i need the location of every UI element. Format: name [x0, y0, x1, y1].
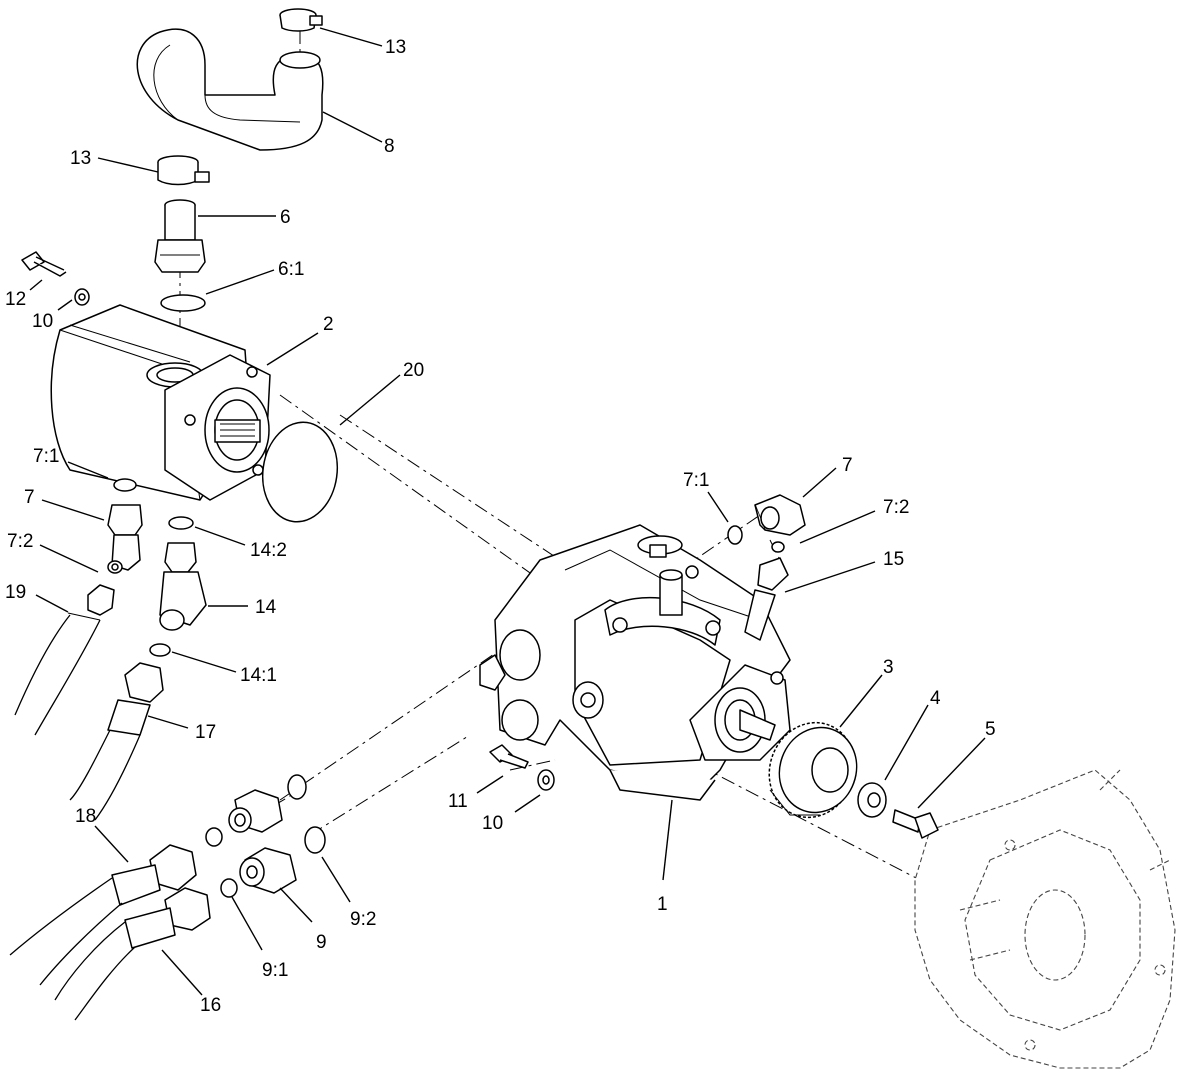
hose-17 — [69, 662, 164, 821]
o-ring-14-2 — [168, 516, 194, 530]
callout-19: 19 — [5, 582, 26, 603]
callout-7-left: 7 — [24, 487, 35, 508]
bell-housing — [914, 769, 1176, 1069]
bolt-5 — [892, 809, 939, 839]
hose-clamp-lower — [157, 155, 210, 186]
o-ring-14-1 — [149, 643, 171, 657]
o-ring-7-1-right — [727, 525, 743, 545]
fitting-6 — [154, 199, 206, 273]
o-ring-7-2-right — [771, 541, 785, 553]
washer-10-left — [74, 288, 90, 306]
callout-20: 20 — [403, 360, 424, 381]
upper-hose — [136, 28, 324, 151]
callout-labels: 13 8 13 6 6:1 12 10 2 20 7:1 7 7:2 19 14… — [5, 37, 996, 1016]
gear-3 — [768, 721, 858, 819]
hose-16 — [54, 887, 211, 1021]
callout-1: 1 — [657, 894, 668, 915]
callout-12: 12 — [5, 289, 26, 310]
o-ring-20 — [261, 421, 339, 523]
callout-16: 16 — [200, 995, 221, 1016]
callout-7-2-left: 7:2 — [7, 531, 33, 552]
hose-19 — [14, 584, 115, 736]
hose-18 — [9, 844, 197, 986]
callout-14-1: 14:1 — [240, 665, 277, 686]
callout-3: 3 — [883, 657, 894, 678]
washer-10-mid — [537, 769, 555, 791]
washer-4 — [857, 782, 887, 818]
callout-5: 5 — [985, 719, 996, 740]
o-ring-upper — [287, 774, 307, 800]
callout-15: 15 — [883, 549, 904, 570]
callout-7-2-right: 7:2 — [883, 497, 909, 518]
elbow-fitting-7-left — [107, 504, 143, 571]
callout-10-left: 10 — [32, 311, 53, 332]
o-ring-7-1-left — [113, 478, 137, 492]
callout-7-1-left: 7:1 — [33, 446, 59, 467]
bolt-11 — [489, 744, 529, 769]
o-ring-upper-small — [205, 827, 223, 847]
hydrostat-pump — [479, 524, 791, 801]
callout-6-1: 6:1 — [278, 259, 304, 280]
callout-4: 4 — [930, 688, 941, 709]
callout-2: 2 — [323, 314, 334, 335]
callout-9: 9 — [316, 932, 327, 953]
hose-clamp-top — [279, 8, 323, 32]
callout-7-right: 7 — [842, 455, 853, 476]
o-ring-6-1 — [160, 294, 206, 312]
callout-10-mid: 10 — [482, 813, 503, 834]
fitting-9 — [239, 847, 297, 894]
gear-pump — [50, 304, 271, 501]
callout-6: 6 — [280, 207, 291, 228]
tube-15 — [744, 557, 789, 641]
callout-13: 13 — [70, 148, 91, 169]
callout-14: 14 — [255, 597, 277, 618]
elbow-fitting-7-right — [754, 494, 806, 536]
callout-9-2: 9:2 — [350, 909, 376, 930]
fitting-upper — [228, 789, 283, 833]
callout-7-1-right: 7:1 — [683, 470, 709, 491]
callout-11: 11 — [448, 791, 468, 812]
callout-14-2: 14:2 — [250, 540, 287, 561]
o-ring-9-2 — [304, 826, 326, 854]
o-ring-9-1 — [220, 878, 238, 898]
leader-lines — [29, 27, 986, 996]
callout-8: 8 — [384, 136, 395, 157]
elbow-fitting-14 — [159, 542, 207, 631]
callout-17: 17 — [195, 722, 216, 743]
callout-18: 18 — [75, 806, 96, 827]
bolt-12 — [21, 251, 67, 277]
callout-13-top: 13 — [385, 37, 406, 58]
callout-9-1: 9:1 — [262, 960, 288, 981]
fitting-7-2-left — [107, 560, 123, 574]
